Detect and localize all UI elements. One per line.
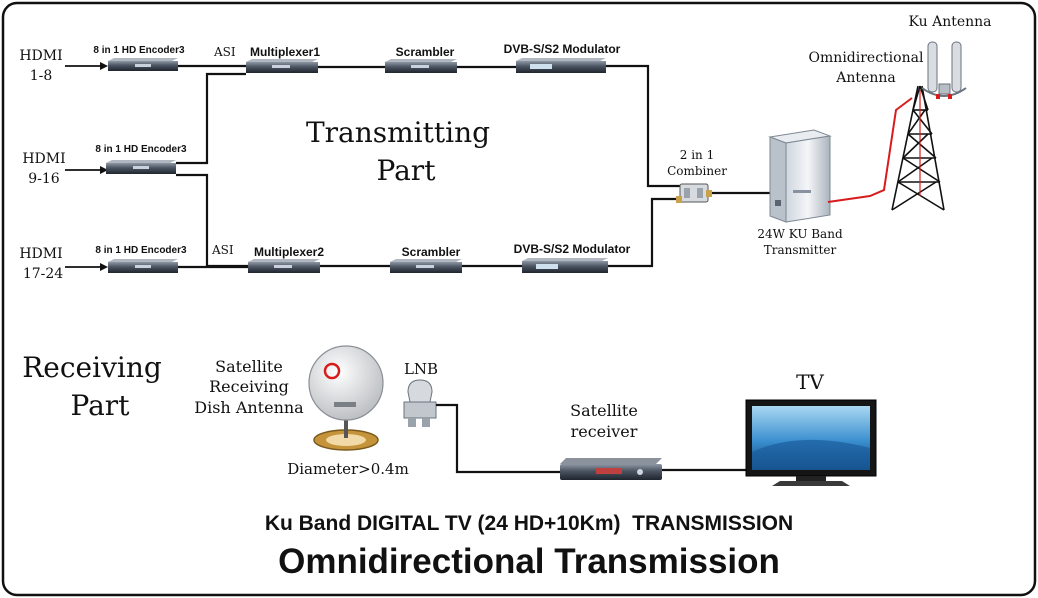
- encoder-1-label: 8 in 1 HD Encoder3: [93, 45, 185, 56]
- encoder-2: [106, 160, 176, 174]
- encoder-3-label: 8 in 1 HD Encoder3: [95, 245, 187, 256]
- antenna-tower: [891, 85, 945, 211]
- asi-label-2: ASI: [211, 243, 234, 257]
- footer-title: Ku Band DIGITAL TV (24 HD+10Km) TRANSMIS…: [265, 512, 793, 535]
- omni-antenna-label-a: Omnidirectional: [809, 50, 924, 66]
- hdmi-9-16-label-a: HDMI: [22, 151, 65, 167]
- hdmi-17-24-label-b: 17-24: [23, 266, 63, 282]
- omni-antenna-label-b: Antenna: [835, 70, 895, 86]
- modulator-2-label: DVB-S/S2 Modulator: [514, 242, 631, 256]
- tv-label: TV: [796, 370, 824, 394]
- ku-antenna-label: Ku Antenna: [908, 14, 991, 30]
- lnb-label: LNB: [404, 360, 438, 378]
- scrambler-1-label: Scrambler: [396, 45, 455, 59]
- modulator-2: [522, 258, 608, 273]
- receiving-title-b: Part: [71, 389, 131, 422]
- receiver-label-a: Satellite: [570, 401, 638, 420]
- asi-label-1: ASI: [213, 45, 236, 59]
- signal-cables: [176, 64, 770, 268]
- transmitter-label-a: 24W KU Band: [757, 227, 843, 241]
- television: [745, 399, 877, 486]
- combiner-label-a: 2 in 1: [680, 148, 714, 162]
- modulator-1: [516, 58, 606, 73]
- scrambler-2: [390, 259, 462, 273]
- diameter-label: Diameter>0.4m: [287, 460, 409, 478]
- transmitting-title-a: Transmitting: [306, 116, 490, 149]
- antenna-feed-cable: [827, 97, 913, 203]
- dish-label-a: Satellite: [215, 357, 283, 376]
- ku-antenna-panels: [921, 41, 967, 99]
- hdmi-9-16-label-b: 9-16: [28, 171, 60, 187]
- receiver-label-b: receiver: [571, 422, 638, 441]
- hdmi-1-8-label-a: HDMI: [19, 48, 62, 64]
- encoder-1: [108, 58, 178, 71]
- scrambler-2-label: Scrambler: [402, 245, 461, 259]
- satellite-receiver: [560, 458, 662, 480]
- multiplexer-2: [248, 259, 320, 273]
- hdmi-1-8-label-b: 1-8: [30, 68, 53, 84]
- hdmi-17-24-label-a: HDMI: [19, 246, 62, 262]
- footer-subtitle: Omnidirectional Transmission: [278, 542, 780, 581]
- lnb-device: [403, 379, 437, 427]
- combiner: [676, 183, 712, 203]
- receiving-title-a: Receiving: [22, 351, 162, 384]
- satellite-dish: [308, 345, 384, 451]
- encoder-3: [108, 259, 178, 273]
- transmitting-title-b: Part: [377, 154, 437, 187]
- multiplexer-1-label: Multiplexer1: [250, 45, 320, 59]
- transmitter-cabinet: [768, 129, 832, 223]
- multiplexer-1: [246, 59, 318, 73]
- modulator-1-label: DVB-S/S2 Modulator: [504, 42, 621, 56]
- receiver-cable: [436, 403, 560, 474]
- combiner-label-b: Combiner: [667, 164, 727, 178]
- transmitter-label-b: Transmitter: [764, 243, 837, 257]
- multiplexer-2-label: Multiplexer2: [254, 245, 324, 259]
- hdmi-input-arrows: [65, 62, 108, 271]
- encoder-2-label: 8 in 1 HD Encoder3: [95, 144, 187, 155]
- dish-label-c: Dish Antenna: [194, 398, 304, 417]
- scrambler-1: [385, 59, 457, 73]
- dish-label-b: Receiving: [209, 377, 289, 396]
